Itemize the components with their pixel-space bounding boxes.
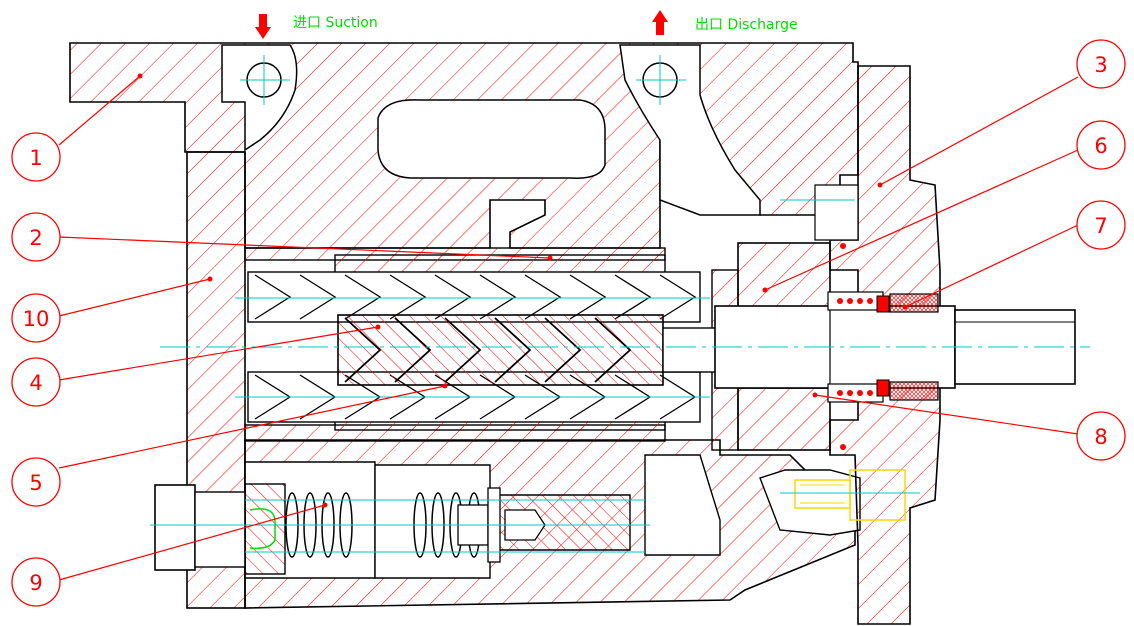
callout-5: 5 xyxy=(11,457,61,507)
center-lines xyxy=(150,55,1090,553)
suction-label: 进口 Suction xyxy=(293,15,378,31)
discharge-arrow-icon xyxy=(652,10,668,35)
callout-7-label: 7 xyxy=(1094,214,1107,238)
mechanical-seal xyxy=(827,243,939,450)
callout-10: 10 xyxy=(11,293,61,343)
callout-1: 1 xyxy=(11,132,61,182)
callout-9: 9 xyxy=(11,557,61,607)
suction-arrow-icon xyxy=(255,14,271,39)
callout-5-label: 5 xyxy=(29,471,42,495)
pump-housing xyxy=(69,42,861,609)
callout-4: 4 xyxy=(11,357,61,407)
callout-6-label: 6 xyxy=(1094,134,1107,158)
hex-bolt xyxy=(794,469,906,521)
callout-8-label: 8 xyxy=(1094,425,1107,449)
callout-6: 6 xyxy=(1076,120,1126,170)
callout-8: 8 xyxy=(1076,411,1126,461)
callout-3: 3 xyxy=(1076,39,1126,89)
callout-1-label: 1 xyxy=(29,146,42,170)
callout-4-label: 4 xyxy=(29,371,42,395)
callout-3-label: 3 xyxy=(1094,53,1107,77)
idler-screw-upper xyxy=(247,271,701,323)
leader-lines xyxy=(58,75,1079,581)
callout-2: 2 xyxy=(11,212,61,262)
discharge-label: 出口 Discharge xyxy=(695,17,798,33)
callout-9-label: 9 xyxy=(29,571,42,595)
callout-7: 7 xyxy=(1076,200,1126,250)
callout-2-label: 2 xyxy=(29,226,42,250)
callout-10-label: 10 xyxy=(23,307,50,331)
power-screw xyxy=(337,314,664,386)
leader-dots xyxy=(137,73,908,508)
